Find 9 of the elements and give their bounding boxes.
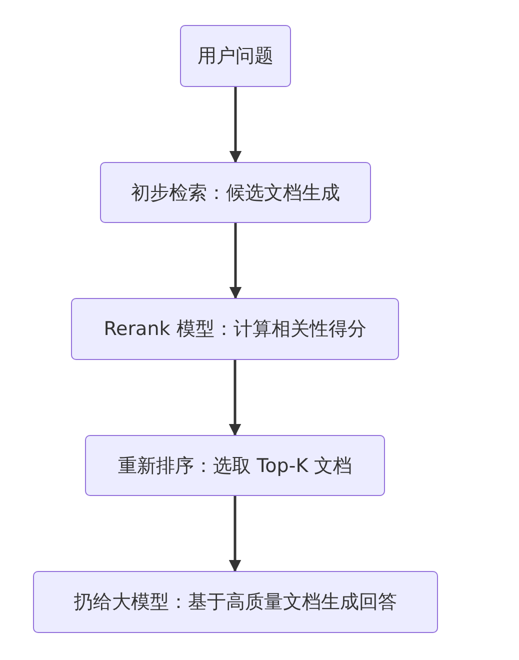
process-box: 扔给大模型：基于高质量文档生成回答 <box>33 571 438 633</box>
process-box: 重新排序：选取 Top-K 文档 <box>85 435 385 496</box>
arrow <box>228 360 242 436</box>
process-box: 用户问题 <box>180 25 291 87</box>
process-box: 初步检索：候选文档生成 <box>100 162 371 223</box>
arrow <box>229 223 242 300</box>
arrow <box>229 87 242 164</box>
arrow <box>228 496 242 572</box>
process-box: Rerank 模型：计算相关性得分 <box>71 298 399 360</box>
